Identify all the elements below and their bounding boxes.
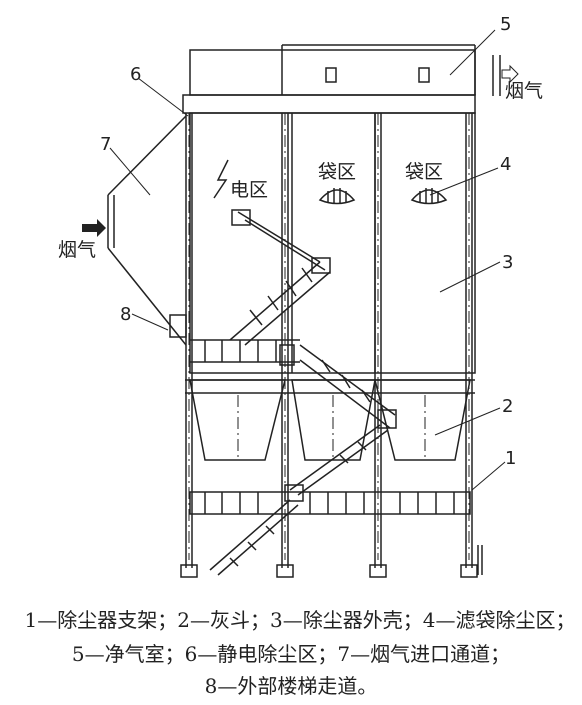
caption-line-1: 1—除尘器支架；2—灰斗；3—除尘器外壳；4—滤袋除尘区； bbox=[24, 608, 576, 632]
caption-line-3: 8—外部楼梯走道。 bbox=[204, 674, 378, 698]
electrostatic-bag-precipitator-diagram: 1 2 3 4 5 6 7 8 烟气 烟气 电区 袋区 袋区 bbox=[58, 14, 543, 578]
flue-gas-outlet-label: 烟气 bbox=[505, 80, 543, 102]
ash-hopper bbox=[374, 379, 471, 461]
bag-zone-label-1: 袋区 bbox=[318, 161, 356, 183]
bag-zone-label-2: 袋区 bbox=[405, 161, 443, 183]
external-stairway bbox=[169, 209, 397, 576]
label-7: 7 bbox=[100, 134, 111, 155]
label-1: 1 bbox=[505, 448, 516, 469]
flue-gas-inlet-duct bbox=[107, 115, 187, 346]
label-5: 5 bbox=[500, 14, 511, 35]
flue-gas-inlet-label: 烟气 bbox=[58, 239, 96, 261]
precipitator-casing bbox=[189, 112, 476, 374]
label-2: 2 bbox=[502, 396, 513, 417]
electric-zone-label: 电区 bbox=[230, 179, 268, 201]
filter-bag-icon bbox=[410, 188, 448, 205]
label-6: 6 bbox=[130, 64, 141, 85]
label-3: 3 bbox=[502, 252, 513, 273]
label-8: 8 bbox=[120, 304, 131, 325]
flue-gas-out-arrow-icon bbox=[501, 64, 519, 84]
clean-gas-chamber bbox=[189, 49, 476, 96]
label-4: 4 bbox=[500, 154, 511, 175]
flue-gas-in-arrow-icon bbox=[82, 219, 106, 237]
caption-line-2: 5—净气室；6—静电除尘区；7—烟气进口通道； bbox=[71, 642, 511, 666]
lower-platform bbox=[189, 491, 471, 515]
electric-zone-lightning-icon bbox=[213, 159, 229, 199]
filter-bag-icon bbox=[318, 188, 356, 205]
chamber-window bbox=[325, 67, 337, 83]
chamber-window bbox=[418, 67, 430, 83]
